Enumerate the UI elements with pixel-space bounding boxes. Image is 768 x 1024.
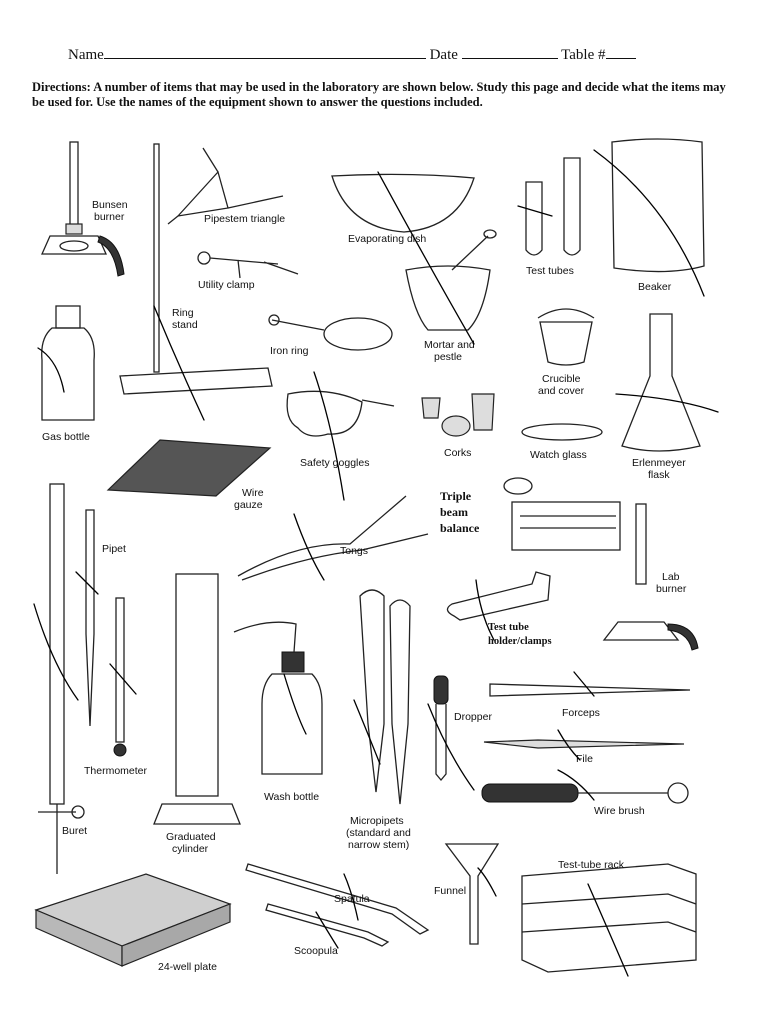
ring-stand-label-2: stand xyxy=(172,319,198,331)
lab-burner-label-2: burner xyxy=(656,583,687,595)
micropipets-label-1: Micropipets xyxy=(350,815,404,827)
scoopula-label: Scoopula xyxy=(294,945,338,957)
file-label: File xyxy=(576,753,593,765)
triple-beam-label-3: balance xyxy=(440,521,480,535)
test-tubes-label: Test tubes xyxy=(526,265,574,277)
header-line: Name Date Table # xyxy=(68,44,748,66)
pipestem-triangle-drawing xyxy=(167,147,284,225)
bunsen-burner-label-1: Bunsen xyxy=(92,199,128,211)
wash-bottle-drawing xyxy=(233,621,323,775)
wire-gauze-label-2: gauze xyxy=(234,499,263,511)
handwritten-marks xyxy=(33,149,719,977)
pipet-label: Pipet xyxy=(102,543,126,555)
bunsen-burner-label-2: burner xyxy=(94,211,125,223)
watch-glass-drawing xyxy=(521,423,603,441)
crucible-drawing xyxy=(537,308,595,366)
ring-stand-label-1: Ring xyxy=(172,307,194,319)
wire-brush-drawing xyxy=(481,782,689,804)
beaker-label: Beaker xyxy=(638,281,672,293)
buret-label: Buret xyxy=(62,825,87,837)
file-drawing xyxy=(483,739,685,749)
dropper-label: Dropper xyxy=(454,711,492,723)
ring-stand-base xyxy=(119,367,273,395)
erlenmeyer-flask-drawing xyxy=(621,313,701,452)
scoopula-drawing xyxy=(265,903,390,947)
date-label: Date xyxy=(429,47,458,63)
graduated-cylinder-drawing xyxy=(153,573,241,825)
tongs-label: Tongs xyxy=(340,545,368,557)
triple-beam-label-2: beam xyxy=(440,505,468,519)
pipestem-triangle-label: Pipestem triangle xyxy=(204,213,285,225)
equipment-sheet: Bunsen burner Pipestem triangle Utility … xyxy=(33,138,719,977)
well-plate-drawing xyxy=(34,873,232,967)
thermometer-label: Thermometer xyxy=(84,765,148,777)
ring-stand-rod xyxy=(153,143,160,373)
corks-drawing xyxy=(421,393,495,437)
erlenmeyer-label-2: flask xyxy=(648,469,670,481)
erlenmeyer-label-1: Erlenmeyer xyxy=(632,457,686,469)
beaker-drawing xyxy=(611,138,705,273)
well-plate-label: 24-well plate xyxy=(158,961,217,973)
mortar-label-1: Mortar and xyxy=(424,339,475,351)
triple-beam-label-1: Triple xyxy=(440,489,472,503)
iron-ring-drawing xyxy=(268,314,393,351)
funnel-label: Funnel xyxy=(434,885,466,897)
lab-burner-label-1: Lab xyxy=(662,571,680,583)
mortar-and-pestle-drawing xyxy=(405,229,497,331)
test-tube-rack-label: Test-tube rack xyxy=(558,859,625,871)
pipet-drawing xyxy=(85,509,95,727)
thermometer-drawing xyxy=(113,597,127,757)
safety-goggles-label: Safety goggles xyxy=(300,457,369,469)
test-tubes-drawing xyxy=(525,157,581,256)
funnel-drawing xyxy=(444,843,500,945)
crucible-label-1: Crucible xyxy=(542,373,581,385)
utility-clamp-drawing xyxy=(197,251,299,279)
wash-bottle-label: Wash bottle xyxy=(264,791,319,803)
bunsen-burner-drawing xyxy=(40,141,125,277)
gas-bottle-drawing xyxy=(41,305,95,421)
lab-burner-drawing xyxy=(602,503,699,651)
tongs-drawing xyxy=(237,495,429,581)
forceps-label: Forceps xyxy=(562,707,600,719)
table-label: Table # xyxy=(561,47,606,63)
graduated-label-2: cylinder xyxy=(172,843,209,855)
micropipets-label-3: narrow stem) xyxy=(348,839,409,851)
crucible-label-2: and cover xyxy=(538,385,585,397)
evaporating-dish-drawing xyxy=(331,173,475,233)
test-tube-holder-drawing xyxy=(446,571,551,621)
test-tube-holder-label-2: holder/clamps xyxy=(488,636,552,647)
gas-bottle-label: Gas bottle xyxy=(42,431,90,443)
buret-drawing xyxy=(38,483,85,874)
wire-brush-label: Wire brush xyxy=(594,805,645,817)
directions-text: Directions: A number of items that may b… xyxy=(32,80,726,109)
table-blank xyxy=(605,44,636,59)
forceps-drawing xyxy=(489,683,691,697)
micropipets-drawing xyxy=(359,589,411,805)
dropper-drawing xyxy=(433,675,449,782)
test-tube-rack-drawing xyxy=(521,863,697,973)
name-label: Name xyxy=(68,47,104,63)
evaporating-dish-label: Evaporating dish xyxy=(348,233,426,245)
wire-gauze-drawing xyxy=(106,439,272,497)
spatula-label: Spatula xyxy=(334,893,370,905)
watch-glass-label: Watch glass xyxy=(530,449,587,461)
wire-gauze-label-1: Wire xyxy=(242,487,264,499)
graduated-label-1: Graduated xyxy=(166,831,216,843)
triple-beam-balance-drawing xyxy=(503,477,621,551)
iron-ring-label: Iron ring xyxy=(270,345,309,357)
utility-clamp-label: Utility clamp xyxy=(198,279,255,291)
corks-label: Corks xyxy=(444,447,471,459)
mortar-label-2: pestle xyxy=(434,351,462,363)
spatula-drawing xyxy=(245,863,430,935)
micropipets-label-2: (standard and xyxy=(346,827,411,839)
name-blank xyxy=(103,44,426,59)
safety-goggles-drawing xyxy=(286,390,395,437)
date-blank xyxy=(461,44,558,59)
test-tube-holder-label-1: Test tube xyxy=(488,622,529,633)
